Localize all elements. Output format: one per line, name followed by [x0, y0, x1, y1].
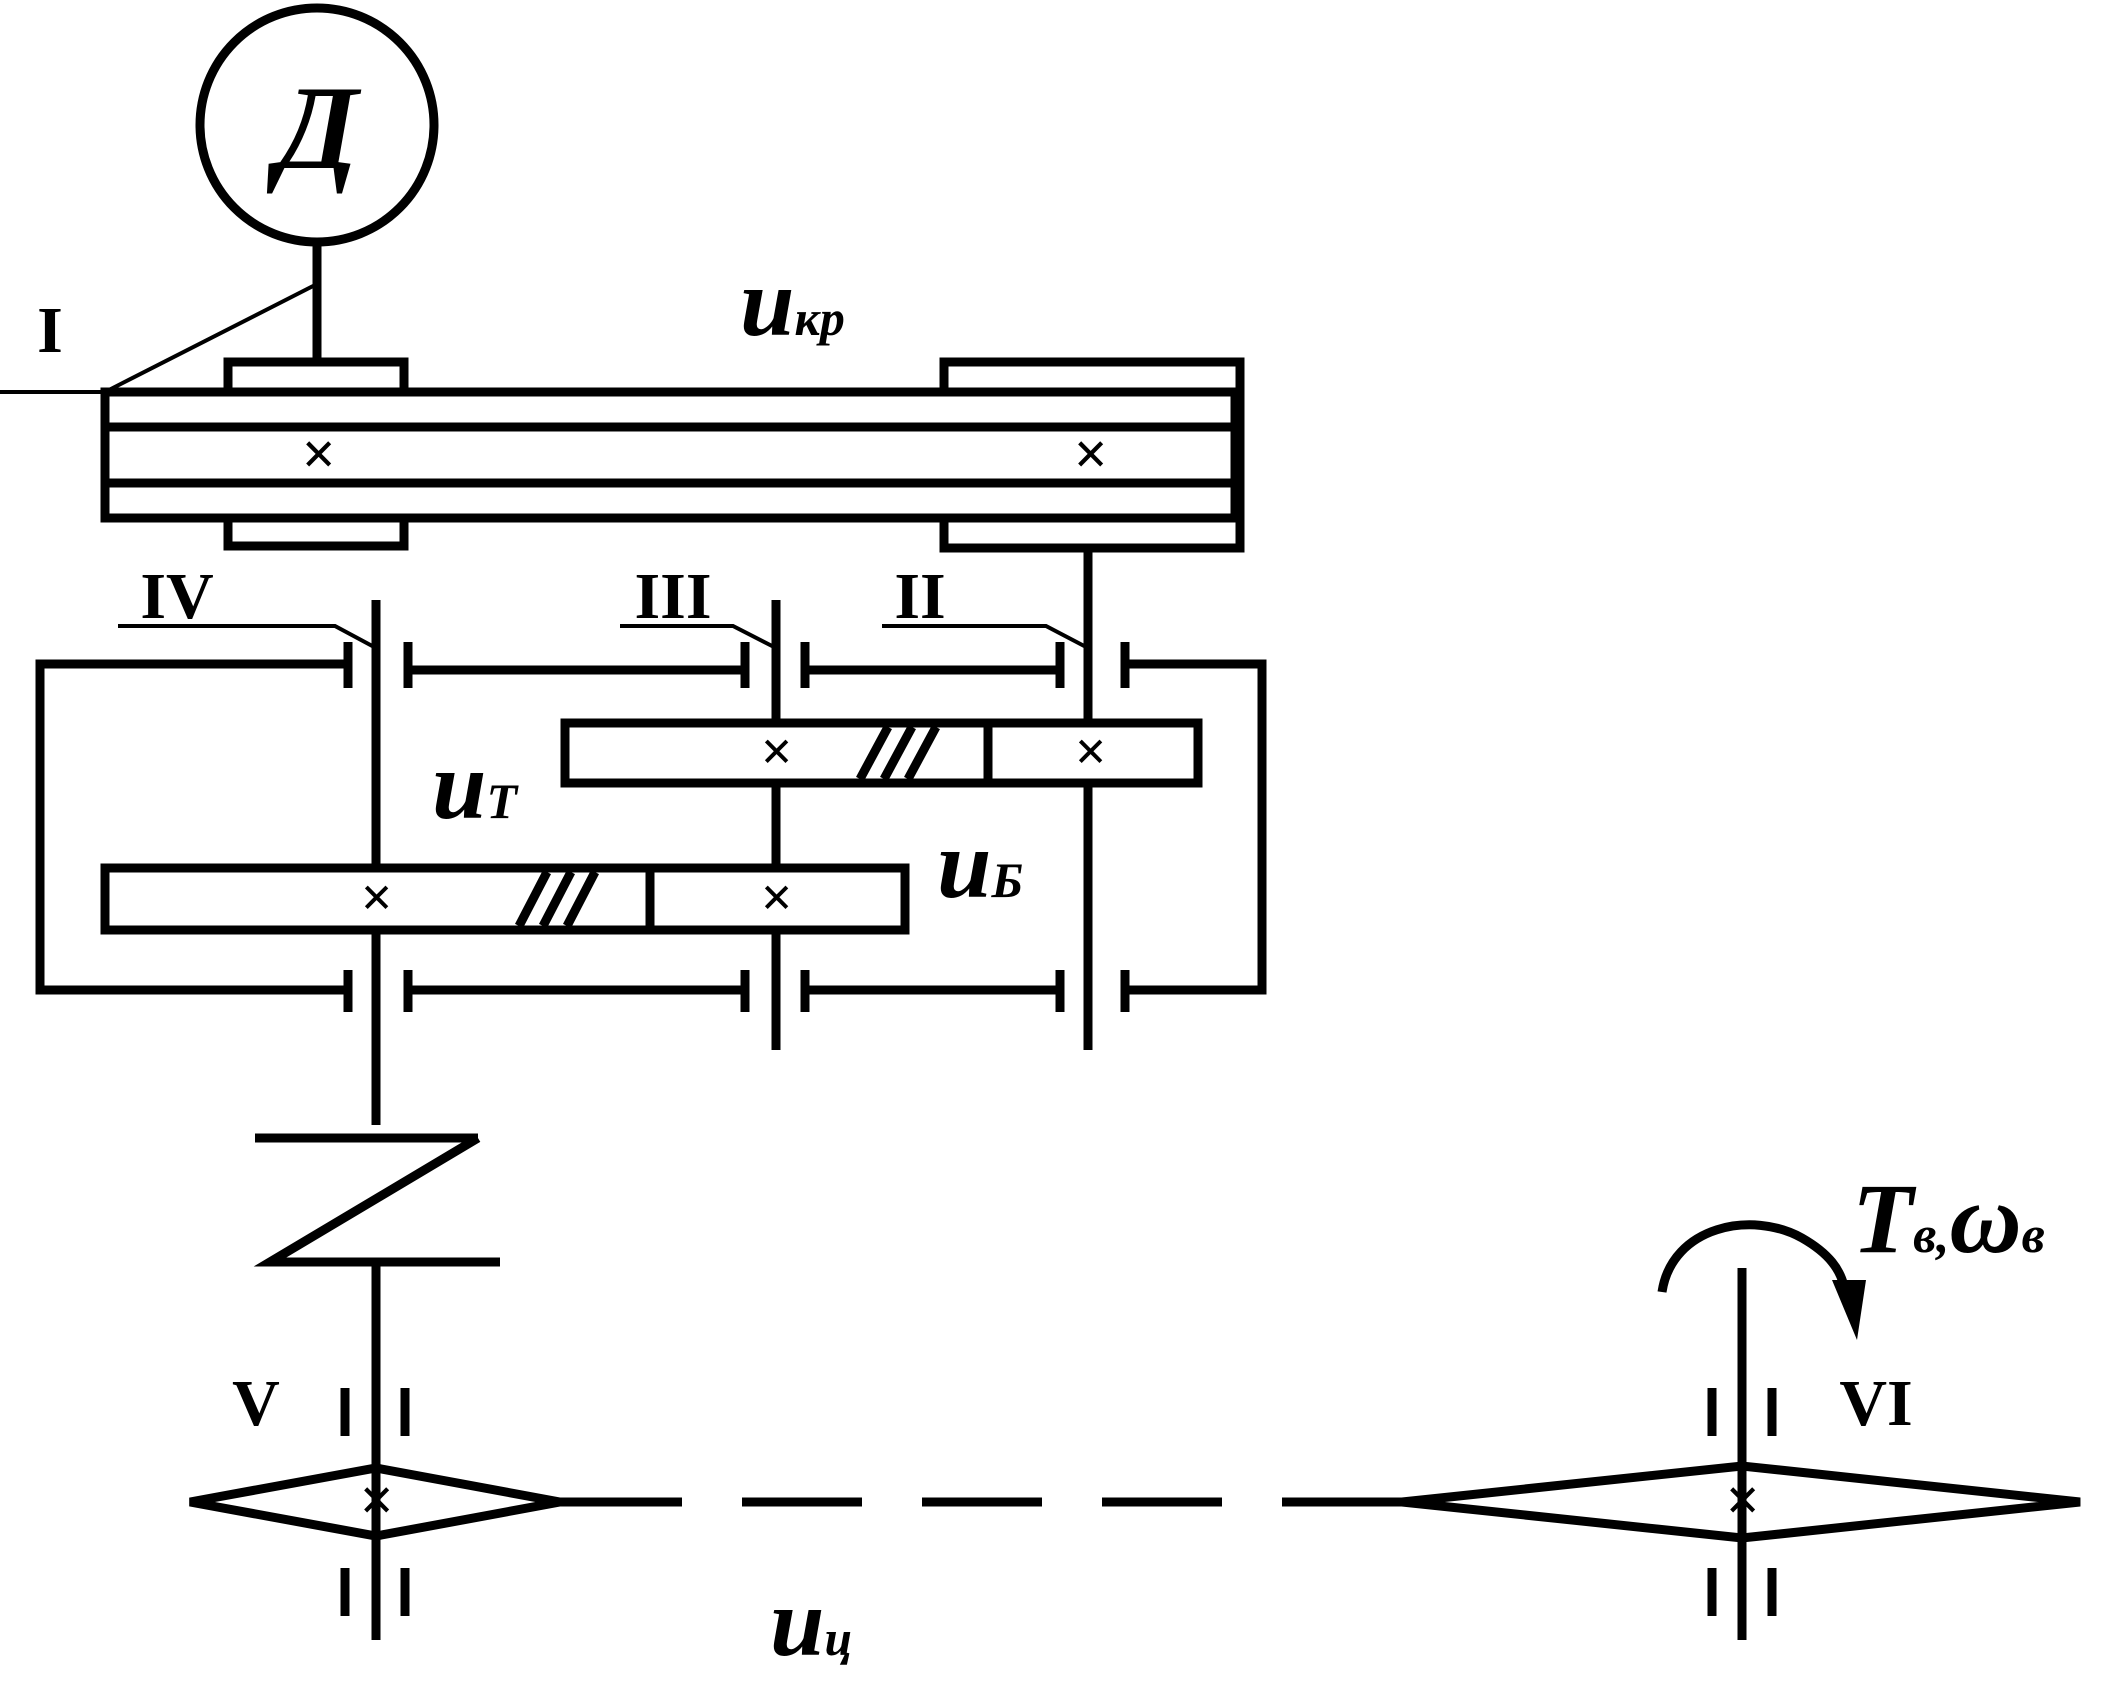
gear-x-slow-1: × — [360, 867, 392, 929]
ratio-label-fast: uБ — [937, 811, 1023, 919]
ratio-label-belt: uкр — [740, 249, 845, 357]
gear-x-fast-2: × — [1074, 721, 1106, 783]
gearbox-housing — [35, 642, 1267, 1012]
motor-label: Д — [266, 61, 362, 194]
shaft-label-ii: II — [894, 560, 945, 633]
shaft-label-v: V — [232, 1367, 280, 1440]
shaft-label-i: I — [37, 294, 63, 367]
shaft-label-iii: III — [634, 560, 711, 633]
belt-drive: × × — [100, 357, 1245, 553]
shaft-label-vi: VI — [1839, 1367, 1912, 1440]
gear-pair-slow: × × — [100, 863, 910, 935]
gear-x-fast-1: × — [760, 721, 792, 783]
ratio-label-chain: uц — [770, 1569, 852, 1677]
motor: Д — [195, 3, 439, 362]
coupling — [253, 1133, 500, 1640]
gear-x-slow-2: × — [760, 867, 792, 929]
belt — [100, 387, 1240, 523]
ratio-label-slow: uТ — [432, 732, 520, 840]
rotation-arrow — [1657, 1220, 1866, 1340]
arrow-head — [1832, 1280, 1866, 1340]
output-label: Tв,ωв — [1852, 1163, 2045, 1274]
sprocket-x-1: × — [359, 1467, 393, 1533]
shaft-label-iv: IV — [140, 560, 213, 633]
belt-pulley-x-1: × — [301, 421, 335, 487]
gear-pair-fast: × × — [560, 718, 1203, 788]
large-sprocket — [1401, 1461, 2081, 1543]
chain-drive: × × — [189, 1268, 2081, 1640]
belt-pulley-x-2: × — [1073, 421, 1107, 487]
